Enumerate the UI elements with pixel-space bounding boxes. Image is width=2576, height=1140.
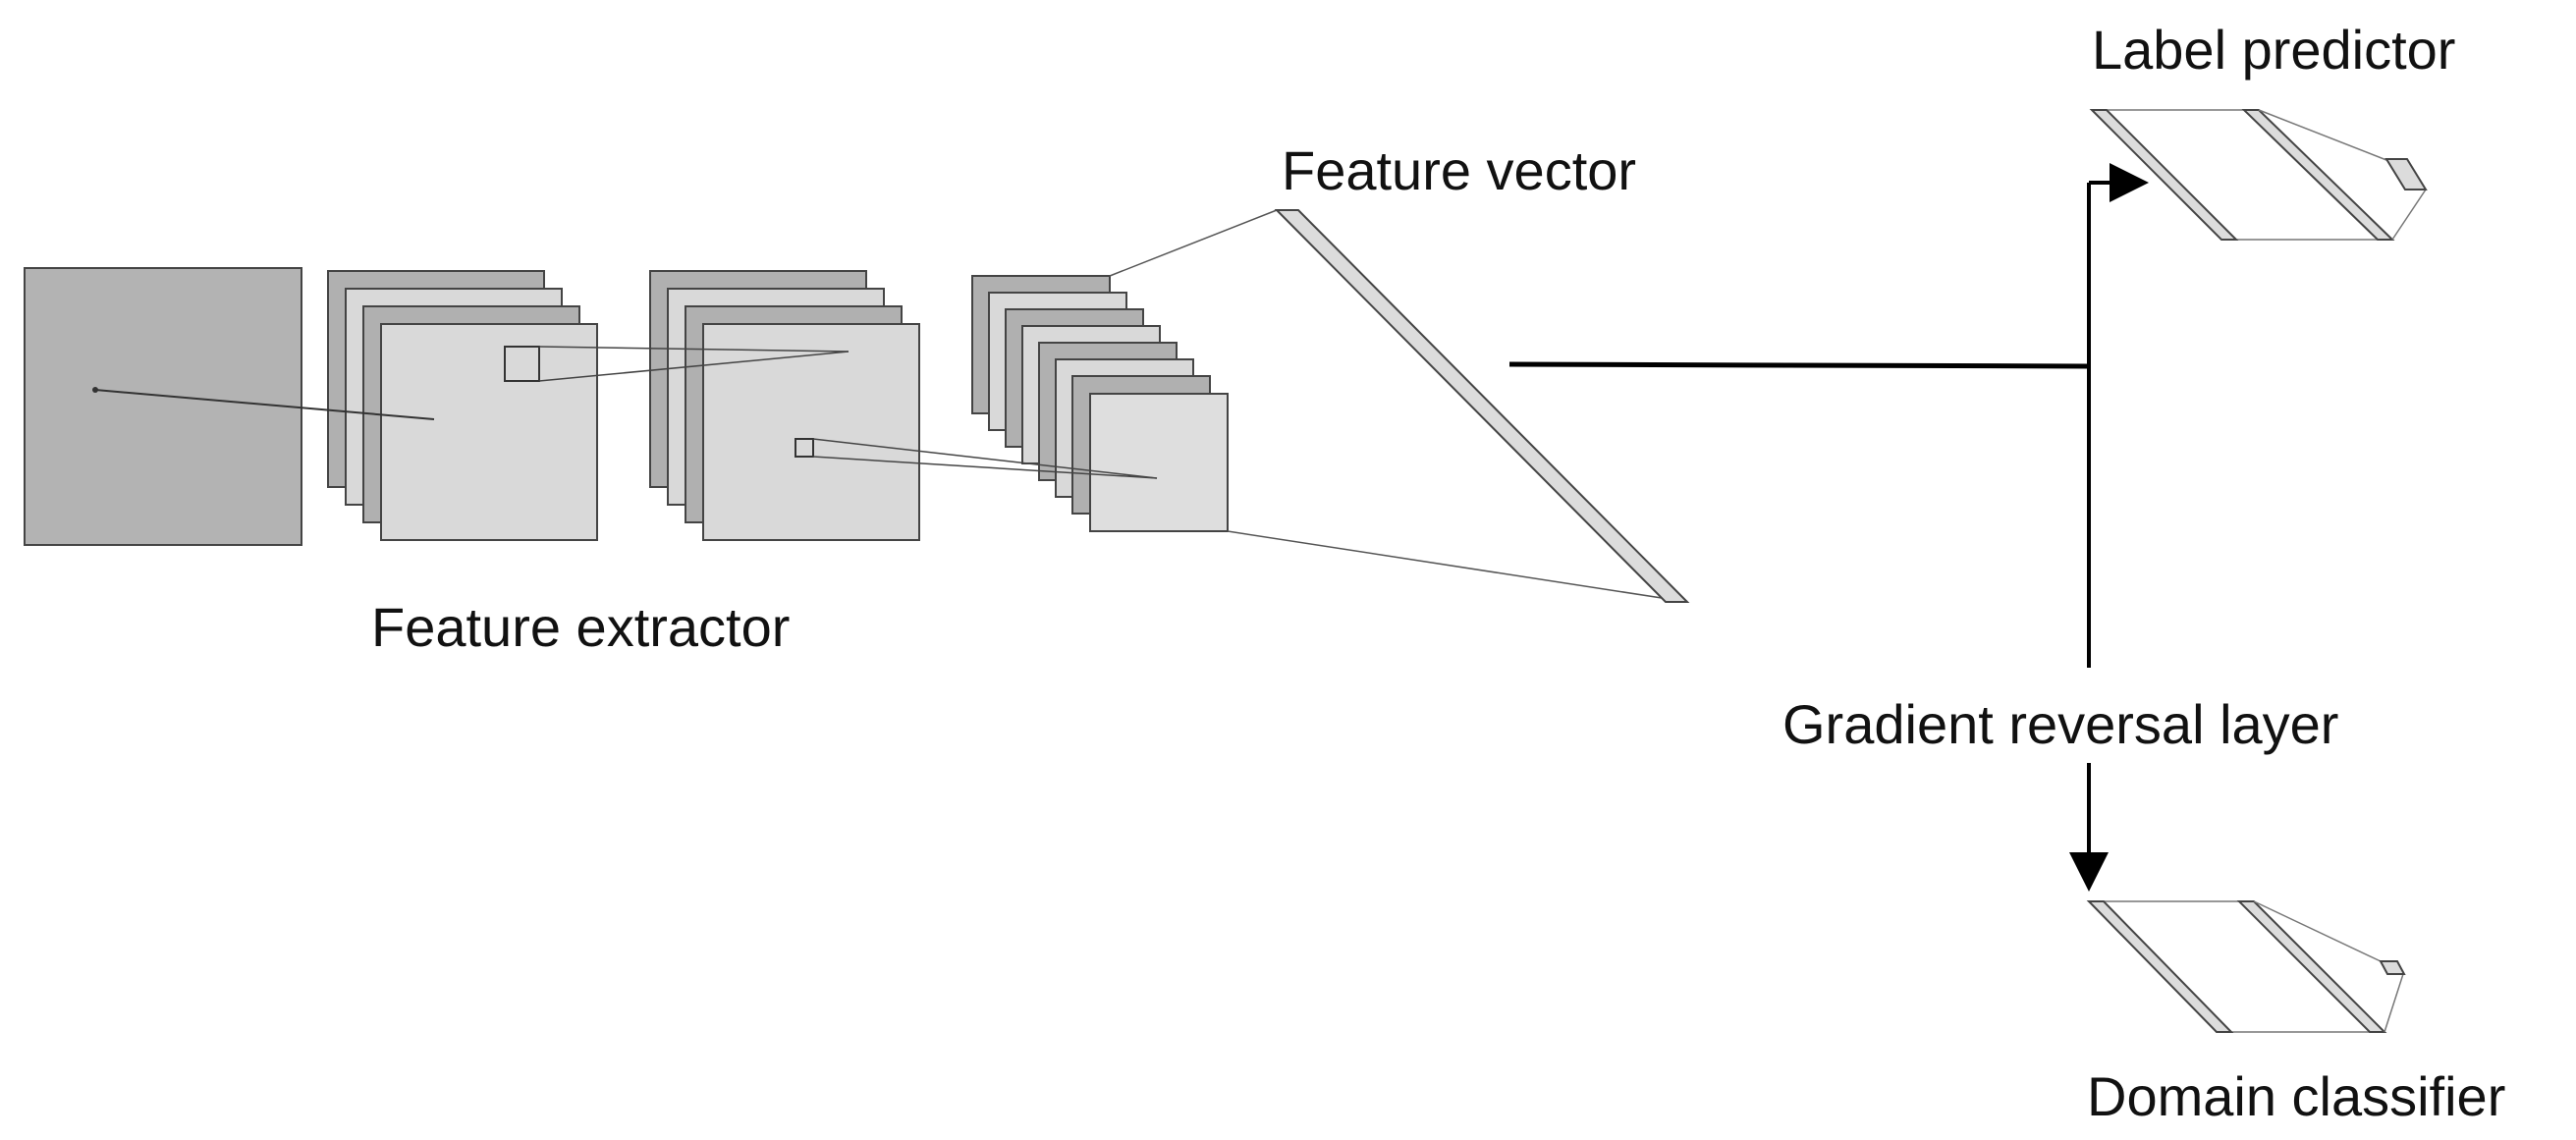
conv-block-3 <box>971 275 1229 532</box>
receptive-field-dot <box>92 387 98 393</box>
feature-map <box>380 323 598 541</box>
output-layer <box>2379 960 2406 975</box>
receptive-field-line <box>812 438 1158 479</box>
connector-line <box>2258 109 2387 161</box>
domain-classifier-label: Domain classifier <box>2087 1065 2505 1127</box>
connector-line <box>2253 900 2382 962</box>
gradient-reversal-label: Gradient reversal layer <box>1782 693 2338 755</box>
receptive-field-box <box>504 346 540 382</box>
feature-output-line <box>1508 361 2090 369</box>
receptive-field-line <box>94 389 435 420</box>
feature-map <box>702 323 920 541</box>
label-predictor-network <box>2089 109 2428 241</box>
label-predictor-label: Label predictor <box>2092 19 2455 81</box>
conv-block-2 <box>649 270 920 541</box>
domain-classifier-network <box>2086 900 2406 1033</box>
dense-layer-2 <box>2241 109 2395 241</box>
feature-extractor-label: Feature extractor <box>371 596 790 658</box>
conv-block-1 <box>327 270 598 541</box>
feature-vector-bar <box>1274 209 1690 603</box>
receptive-field-line <box>538 351 850 382</box>
projection-line <box>1109 209 1278 277</box>
receptive-field-line <box>538 346 850 353</box>
projection-line <box>1227 530 1688 603</box>
receptive-field-line <box>812 456 1158 479</box>
feature-vector-label: Feature vector <box>1282 139 1636 201</box>
connector-line <box>2391 189 2427 241</box>
feature-map <box>1089 393 1229 532</box>
dense-layer-1 <box>2089 109 2239 241</box>
connector-line <box>2384 973 2404 1033</box>
dense-layer-2 <box>2236 900 2387 1033</box>
dense-layer-1 <box>2086 900 2234 1033</box>
receptive-field-box <box>795 438 814 458</box>
input-image <box>24 267 302 546</box>
output-layer <box>2384 158 2428 190</box>
